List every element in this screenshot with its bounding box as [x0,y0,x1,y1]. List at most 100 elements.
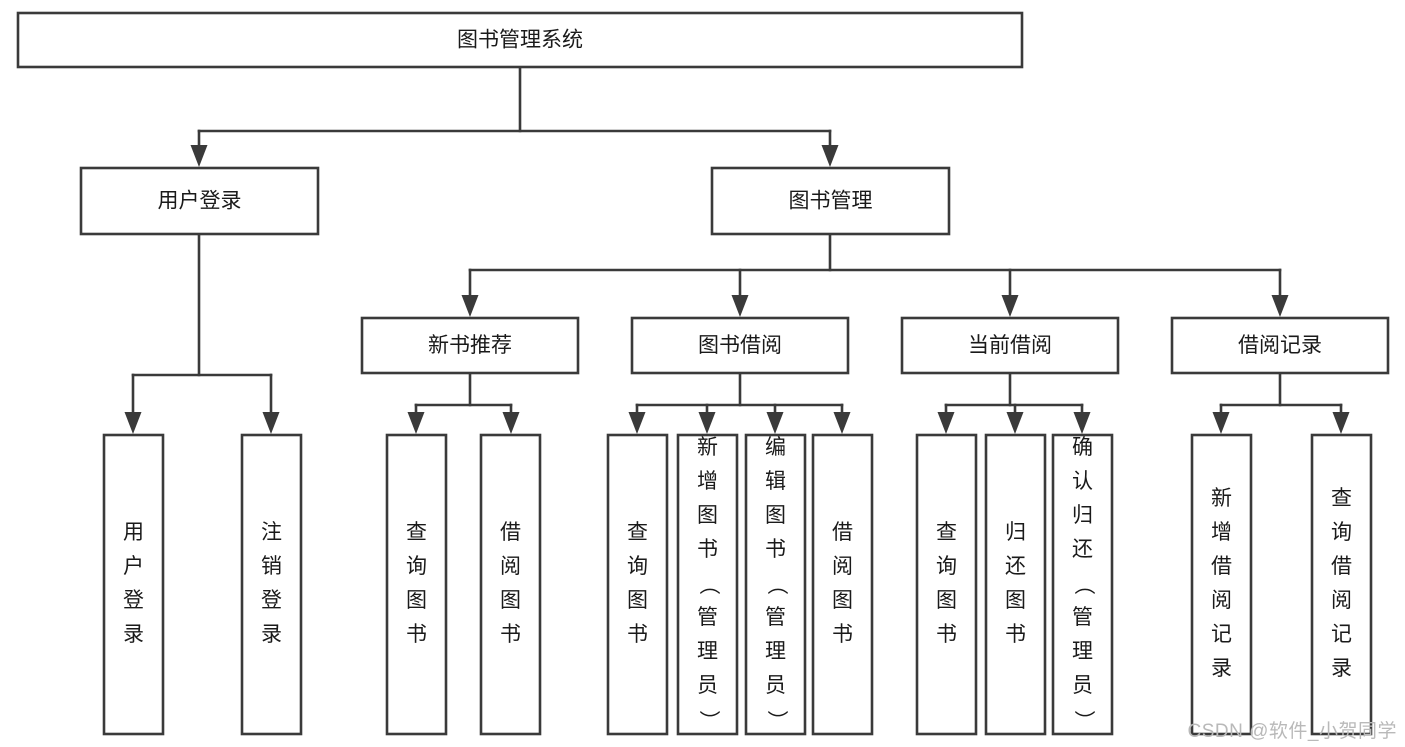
node-label: 用户登录 [158,190,242,213]
node-box[interactable] [1190,433,1253,736]
arrow-head-icon [407,412,425,434]
arrow-head-icon [1271,295,1289,317]
node-box[interactable] [360,316,580,375]
node-label-char: 书 [1005,623,1026,646]
node-label-char: 图 [697,504,718,527]
node-leaf-borrow-book-rec[interactable]: 借阅图书借阅图书 [469,427,553,736]
arrow-head-icon [1332,412,1350,434]
node-label: 新书推荐 [428,334,512,357]
node-label-char: 户 [123,555,144,578]
node-label-char: （ [697,574,720,595]
node-box[interactable] [811,433,874,736]
node-box[interactable] [1051,433,1114,736]
node-leaf-user-login[interactable]: 用户登录用户登录 [92,427,176,736]
arrow-head-icon [937,412,955,434]
node-label-char: 还 [1072,538,1093,561]
node-user-login[interactable]: 用户登录 [79,166,320,236]
arrow-head-icon [833,412,851,434]
node-box[interactable] [1310,433,1373,736]
node-leaf-add-borrow-record[interactable]: 新增借阅记录新增借阅记录 [1159,427,1285,736]
node-label-char: 阅 [500,555,521,578]
arrow-head-icon [1212,412,1230,434]
connector-root-to-level1 [190,65,839,167]
node-label-char: 确 [1072,436,1093,459]
node-borrow-record[interactable]: 借阅记录 [1170,316,1390,375]
node-label-char: 理 [1072,640,1093,663]
node-label-char: 管 [697,606,718,629]
node-box[interactable] [915,433,978,736]
node-box[interactable] [676,433,739,736]
connector-bookmanage-to-level2 [461,232,1289,317]
node-box[interactable] [744,433,807,736]
node-label-char: 新 [697,436,718,459]
node-leaf-query-borrow-record[interactable]: 查询借阅记录查询借阅记录 [1279,427,1405,736]
node-label-char: 询 [936,555,957,578]
node-label: 图书管理系统 [457,29,583,52]
node-leaf-return-book[interactable]: 归还图书归还图书 [974,427,1058,736]
node-label-char: 录 [261,623,282,646]
node-label-char: 查 [406,521,427,544]
node-box[interactable] [606,433,669,736]
node-new-book-recommend[interactable]: 新书推荐 [360,316,580,375]
connector-current-to-leaves [937,371,1091,434]
node-box[interactable] [79,166,320,236]
node-label-char: 理 [697,640,718,663]
node-label-char: 阅 [832,555,853,578]
node-leaf-query-book-rec[interactable]: 查询图书查询图书 [375,427,459,736]
node-box[interactable] [102,433,165,736]
node-label-char: 询 [627,555,648,578]
node-root[interactable]: 图书管理系统 [16,11,1024,69]
arrow-head-icon [461,295,479,317]
node-label-char: 记 [1211,623,1232,646]
node-book-manage[interactable]: 图书管理 [710,166,951,236]
node-current-borrow[interactable]: 当前借阅 [900,316,1120,375]
node-label-char: 录 [1211,657,1232,680]
node-label-char: ） [1072,710,1095,731]
node-label-char: 借 [832,521,853,544]
node-leaf-user-logout[interactable]: 注销登录注销登录 [230,427,314,736]
node-label-char: 图 [936,589,957,612]
connector-record-to-leaves [1212,371,1350,434]
node-label-char: 书 [627,623,648,646]
node-label-char: （ [1072,574,1095,595]
node-label-char: 查 [1331,487,1352,510]
node-box[interactable] [240,433,303,736]
node-label-char: 图 [765,504,786,527]
node-label-char: 借 [1331,555,1352,578]
node-label-char: 员 [1072,674,1093,697]
node-label-char: 管 [765,606,786,629]
node-box[interactable] [630,316,850,375]
node-box[interactable] [16,11,1024,69]
node-label-char: 询 [406,555,427,578]
node-book-borrow[interactable]: 图书借阅 [630,316,850,375]
node-label-char: 理 [765,640,786,663]
node-label-char: 用 [123,521,144,544]
node-box[interactable] [710,166,951,236]
node-leaf-query-book-current[interactable]: 查询图书查询图书 [905,427,989,736]
arrow-head-icon [698,412,716,434]
node-box[interactable] [900,316,1120,375]
node-label-char: 销 [261,555,282,578]
node-box[interactable] [479,433,542,736]
node-label-char: （ [765,574,788,595]
node-label-char: 辑 [765,470,786,493]
node-box[interactable] [1170,316,1390,375]
node-label: 图书管理 [789,190,873,213]
node-leaf-query-book-borrow[interactable]: 查询图书查询图书 [596,427,680,736]
node-leaf-borrow-book[interactable]: 借阅图书借阅图书 [801,427,885,736]
node-label-char: 增 [697,470,718,493]
node-label-char: 图 [627,589,648,612]
node-label-char: 阅 [1331,589,1352,612]
node-label-char: 图 [1005,589,1026,612]
node-box[interactable] [984,433,1047,736]
node-label-char: 查 [627,521,648,544]
node-label-char: 新 [1211,487,1232,510]
node-label: 当前借阅 [968,334,1052,357]
node-box[interactable] [385,433,448,736]
arrow-head-icon [502,412,520,434]
